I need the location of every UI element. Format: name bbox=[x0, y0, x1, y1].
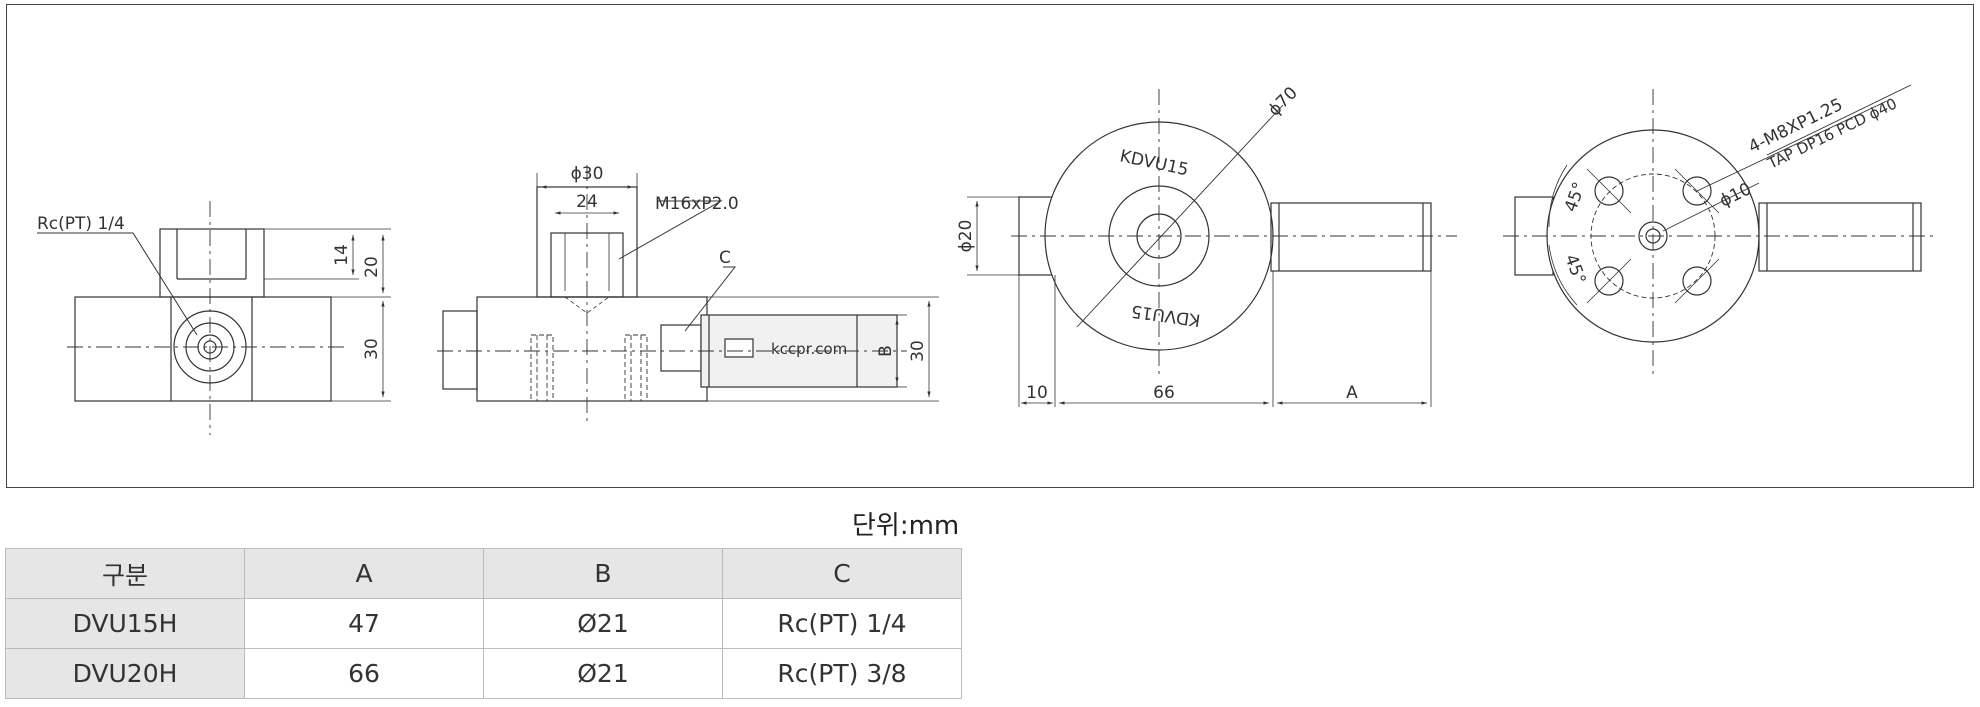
angle-arc bbox=[1548, 244, 1578, 306]
port-leader bbox=[37, 232, 198, 336]
c-leader bbox=[684, 266, 737, 332]
table-header-row: 구분 A B C bbox=[5, 548, 962, 599]
dim-10: 10 bbox=[1026, 383, 1048, 403]
tap-hole bbox=[1682, 266, 1712, 296]
dim-20: 20 bbox=[362, 256, 382, 278]
section-body bbox=[476, 296, 708, 402]
hidden-hole bbox=[530, 334, 554, 402]
brand-logo bbox=[724, 338, 754, 358]
tap-leader bbox=[1766, 84, 1912, 156]
dim-a: A bbox=[1346, 383, 1358, 403]
tap-hole bbox=[1594, 266, 1624, 296]
header-cell: 구분 bbox=[5, 548, 245, 599]
technical-drawing: Rc(PT) 1/4 14 20 30 bbox=[6, 4, 1974, 488]
top-view bbox=[967, 89, 1457, 407]
dim-phi30: ϕ30 bbox=[571, 164, 604, 184]
table-cell: 66 bbox=[244, 648, 484, 699]
port-label: Rc(PT) 1/4 bbox=[37, 214, 125, 234]
bottom-ejector bbox=[1758, 202, 1922, 272]
table-row: DVU20H 66 Ø21 Rc(PT) 3/8 bbox=[5, 648, 962, 699]
phi10-leader bbox=[1662, 182, 1760, 232]
dim-phi70: ϕ70 bbox=[1264, 83, 1301, 120]
table-row: DVU15H 47 Ø21 Rc(PT) 1/4 bbox=[5, 598, 962, 649]
table-cell: Rc(PT) 1/4 bbox=[722, 598, 962, 649]
bottom-view bbox=[1503, 84, 1937, 377]
drawing-canvas: Rc(PT) 1/4 14 20 30 bbox=[37, 83, 1937, 435]
thread-leader bbox=[618, 200, 723, 260]
table-cell: 47 bbox=[244, 598, 484, 649]
header-cell: B bbox=[483, 548, 723, 599]
thread-label: M16xP2.0 bbox=[655, 194, 739, 214]
section-left-boss bbox=[442, 310, 478, 390]
dim-30: 30 bbox=[908, 340, 928, 362]
tap-hole bbox=[1682, 176, 1712, 206]
top-ejector bbox=[1270, 202, 1432, 272]
table-cell: DVU20H bbox=[5, 648, 245, 699]
dim-24: 24 bbox=[576, 192, 598, 212]
ejector-nozzle bbox=[660, 324, 702, 372]
brand-text: kccpr.com bbox=[771, 340, 847, 358]
table-cell: Rc(PT) 3/8 bbox=[722, 648, 962, 699]
front-top-block bbox=[159, 228, 265, 298]
table-cell: DVU15H bbox=[5, 598, 245, 649]
hole-cross bbox=[1586, 168, 1632, 214]
dim-66: 66 bbox=[1153, 383, 1175, 403]
header-cell: C bbox=[722, 548, 962, 599]
dim-phi20: ϕ20 bbox=[956, 220, 976, 253]
dim-b: B bbox=[876, 345, 896, 357]
table-cell: Ø21 bbox=[483, 598, 723, 649]
label-c: C bbox=[719, 248, 731, 268]
tap-leader bbox=[1696, 100, 1888, 192]
header-cell: A bbox=[244, 548, 484, 599]
front-body bbox=[74, 296, 332, 402]
hole-cross bbox=[1674, 258, 1720, 304]
front-view bbox=[37, 201, 391, 435]
drill-point bbox=[564, 296, 610, 314]
hidden-hole bbox=[624, 334, 648, 402]
diameter-line bbox=[1076, 104, 1284, 328]
section-view bbox=[437, 165, 939, 425]
unit-label: 단위:mm bbox=[852, 511, 960, 541]
hidden-holes bbox=[530, 334, 648, 402]
angle-arc bbox=[1548, 164, 1568, 228]
hole-cross bbox=[1586, 258, 1632, 304]
table-cell: Ø21 bbox=[483, 648, 723, 699]
tap-hole bbox=[1594, 176, 1624, 206]
dim-30: 30 bbox=[362, 338, 382, 360]
dim-14: 14 bbox=[332, 244, 352, 266]
spec-table: 구분 A B C DVU15H 47 Ø21 Rc(PT) 1/4 DVU20H… bbox=[5, 548, 962, 699]
